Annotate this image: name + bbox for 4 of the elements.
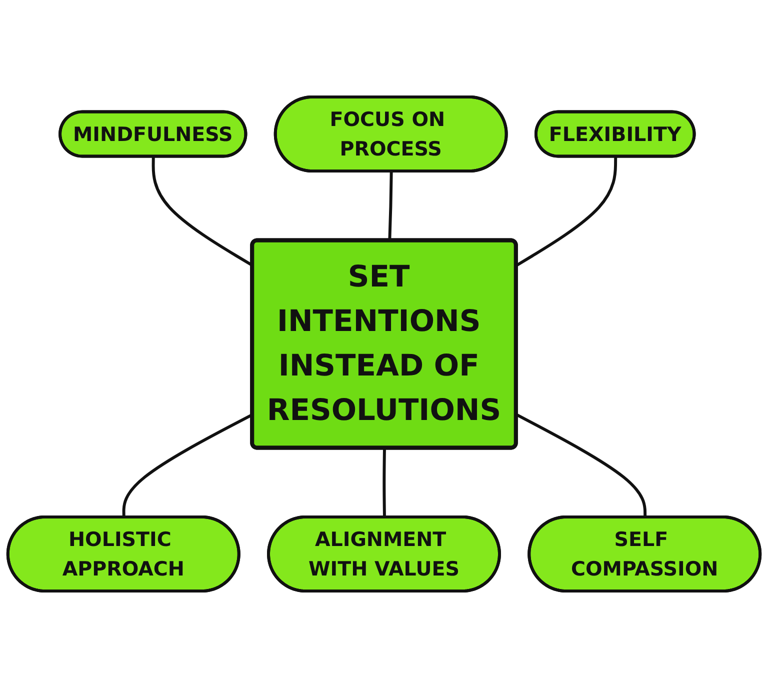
connector bbox=[388, 171, 393, 240]
connector bbox=[516, 412, 647, 517]
connector bbox=[382, 448, 386, 517]
connector bbox=[516, 156, 618, 266]
